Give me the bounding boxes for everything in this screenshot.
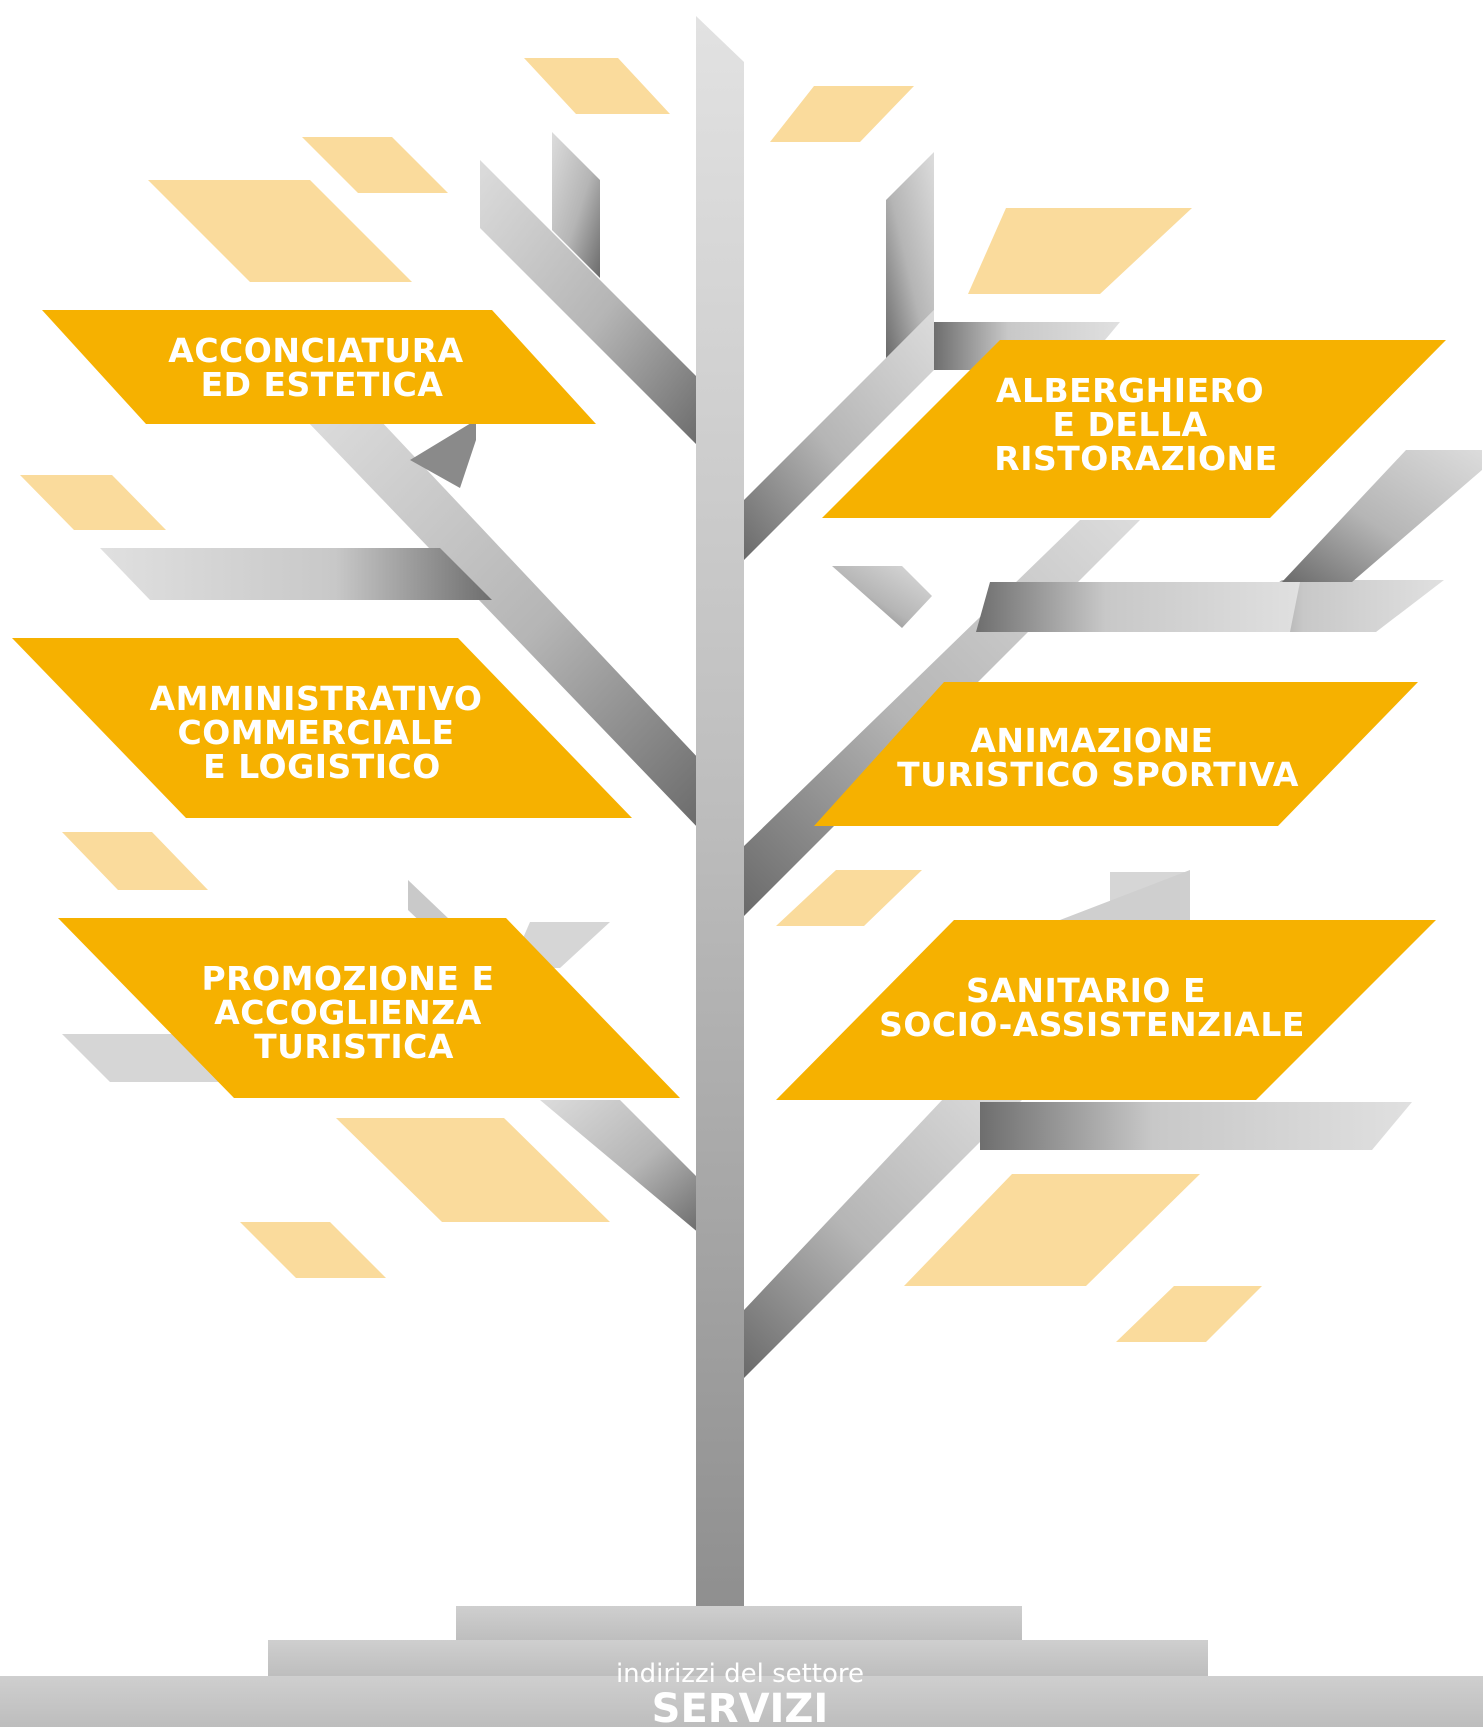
branch xyxy=(976,582,1300,632)
svg-text:ALBERGHIERO E DELLA: ALBERGHIERO E DELLA RISTORAZIONE xyxy=(994,371,1277,478)
branch xyxy=(1282,450,1482,582)
svg-text:AMMINISTRATIVO COMMERC: AMMINISTRATIVO COMMERCIALE E LOGISTICO xyxy=(150,679,495,786)
leaf xyxy=(968,208,1192,294)
base-step-bottom xyxy=(0,1676,1483,1727)
leaf xyxy=(20,475,166,530)
leaf xyxy=(776,870,922,926)
sign-acconciatura: ACCONCIATURA ED ESTETICA xyxy=(42,310,596,424)
sign-shape xyxy=(58,918,680,1098)
leaf xyxy=(240,1222,386,1278)
leaf xyxy=(524,58,670,114)
leaf xyxy=(770,86,914,142)
branch xyxy=(552,132,600,278)
sign-animazione: ANIMAZIONE TURISTICO SPORTIVA xyxy=(814,682,1418,826)
sign-text-line: SOCIO-ASSISTENZIALE xyxy=(879,1005,1305,1044)
sign-shape xyxy=(42,310,596,424)
sign-text-line: ANIMAZIONE xyxy=(970,721,1213,760)
sign-text-line: PROMOZIONE E xyxy=(202,959,495,998)
sign-text-line: RISTORAZIONE xyxy=(994,439,1277,478)
base-step-top xyxy=(456,1606,1022,1642)
branch xyxy=(480,160,700,448)
sign-text-line: E LOGISTICO xyxy=(203,747,441,786)
branch xyxy=(410,420,476,488)
svg-text:SANITARIO E SOCIO-ASSI: SANITARIO E SOCIO-ASSISTENZIALE xyxy=(879,971,1305,1044)
base-caption: indirizzi del settore xyxy=(616,1659,864,1689)
branch xyxy=(980,1102,1412,1150)
branch xyxy=(744,1098,1024,1378)
sign-shape xyxy=(814,682,1418,826)
leaf xyxy=(62,832,208,890)
base-title: SERVIZI xyxy=(652,1686,829,1727)
sign-shape xyxy=(12,638,632,818)
svg-text:PROMOZIONE E ACCOGLIEN: PROMOZIONE E ACCOGLIENZA TURISTICA xyxy=(202,959,507,1066)
svg-text:ACCONCIATURA ED ESTETI: ACCONCIATURA ED ESTETICA xyxy=(168,331,475,404)
branch xyxy=(540,1100,700,1234)
branch xyxy=(1060,870,1190,920)
leaf xyxy=(1116,1286,1262,1342)
branch xyxy=(886,152,934,358)
leaf xyxy=(904,1174,1200,1286)
sign-text-line: TURISTICO SPORTIVA xyxy=(897,755,1299,794)
sign-text-line: COMMERCIALE xyxy=(177,713,454,752)
sign-group: ACCONCIATURA ED ESTETICA ALBERGHIERO E D… xyxy=(12,310,1446,1100)
leaf xyxy=(148,180,412,282)
tree-base: indirizzi del settore SERVIZI xyxy=(0,1606,1483,1727)
sign-amministrativo: AMMINISTRATIVO COMMERCIALE E LOGISTICO xyxy=(12,638,632,818)
sign-promozione: PROMOZIONE E ACCOGLIENZA TURISTICA xyxy=(58,918,680,1098)
sign-text-line: ACCOGLIENZA xyxy=(214,993,482,1032)
branch xyxy=(100,548,492,600)
sign-sanitario: SANITARIO E SOCIO-ASSISTENZIALE xyxy=(776,920,1436,1100)
sign-shape xyxy=(822,340,1446,518)
sign-shape xyxy=(776,920,1436,1100)
sign-alberghiero: ALBERGHIERO E DELLA RISTORAZIONE xyxy=(822,340,1446,518)
sign-text-line: E DELLA xyxy=(1052,405,1207,444)
sign-text-line: ED ESTETICA xyxy=(201,365,444,404)
branch xyxy=(744,310,934,560)
sign-text-line: ALBERGHIERO xyxy=(996,371,1264,410)
sign-text-line: AMMINISTRATIVO xyxy=(150,679,483,718)
branch xyxy=(306,420,700,830)
leaf-decorations xyxy=(20,58,1262,1342)
leaf xyxy=(336,1118,610,1222)
sign-text-line: TURISTICA xyxy=(254,1027,454,1066)
sign-text-line: SANITARIO E xyxy=(966,971,1206,1010)
svg-text:ANIMAZIONE TURISTICO S: ANIMAZIONE TURISTICO SPORTIVA xyxy=(897,721,1299,794)
base-step-middle xyxy=(268,1640,1208,1678)
branch xyxy=(832,566,932,628)
leaf xyxy=(302,137,448,193)
sign-text-line: ACCONCIATURA xyxy=(168,331,463,370)
tree-trunk xyxy=(696,16,744,1608)
